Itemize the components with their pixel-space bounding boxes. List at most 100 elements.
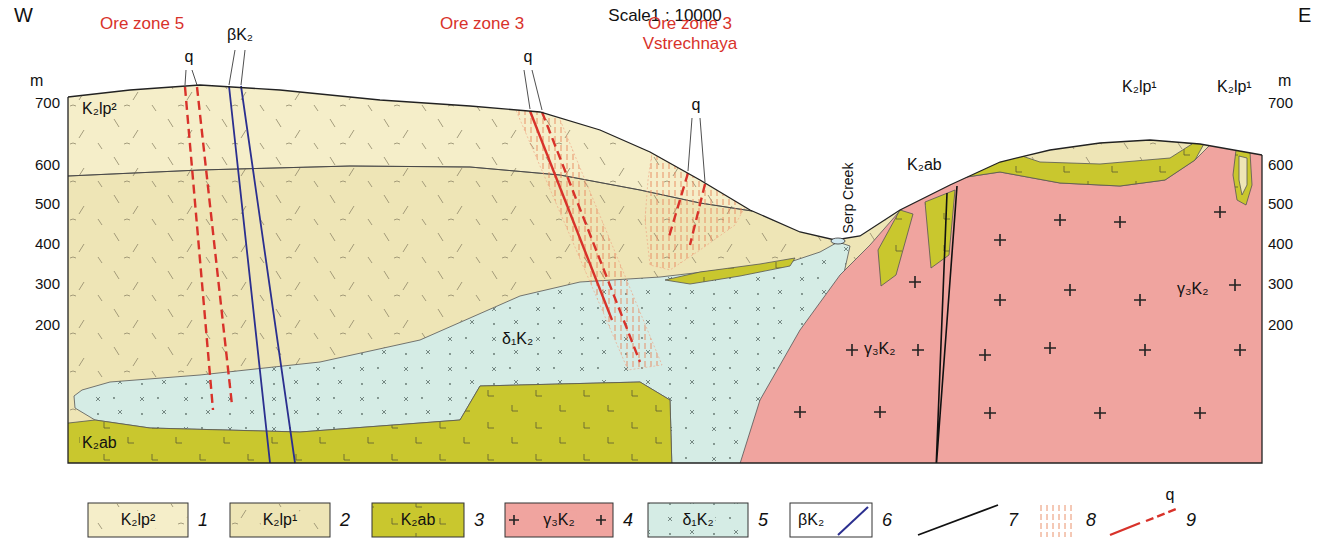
fault-sample: [918, 505, 998, 535]
ab-lens: [665, 258, 795, 284]
granite-symbol: [1134, 294, 1146, 306]
legend-swatch: [648, 503, 748, 537]
granite-symbol: [1234, 344, 1246, 356]
unit-label: K₂ab: [80, 434, 119, 452]
unit-label: γ₃K₂: [862, 340, 897, 358]
ab-wedge: [925, 190, 955, 268]
legend-swatch: [372, 503, 464, 537]
lp1-cover-texture: [1010, 136, 1192, 164]
unit-label: m: [1278, 72, 1291, 90]
ab-rim-texture: [1233, 150, 1252, 205]
granite-symbol: [874, 406, 886, 418]
granite-symbol: [1064, 284, 1076, 296]
legend-number: 6: [882, 510, 892, 531]
lp1-cover: [1010, 136, 1192, 164]
creek-symbol: [831, 238, 845, 244]
legend-symbol: K₂lp¹: [261, 511, 300, 529]
legend-number: 1: [198, 510, 208, 531]
dike-label: βK₂: [227, 26, 253, 44]
legend-swatch: [230, 503, 330, 537]
alteration-sample: [1040, 503, 1076, 537]
fault-line: [936, 186, 957, 470]
creek-label: Serp Creek: [840, 161, 856, 236]
granite-symbol: [1114, 216, 1126, 228]
ore-zone-label: Ore zone 3 Vstrechnaya: [634, 14, 746, 53]
ore-zone-label: Ore zone 5: [100, 14, 184, 34]
axis-label: 700: [35, 94, 60, 111]
lp1-unit-texture: [60, 60, 1270, 470]
ab-unit: [60, 382, 672, 470]
vein-sample: [1146, 509, 1176, 521]
axis-label: 600: [35, 156, 60, 173]
legend-swatch-box: [790, 503, 872, 537]
granite-symbol: [1044, 342, 1056, 354]
vein-sample: [1110, 523, 1140, 535]
ab-unit-texture: [60, 382, 672, 470]
legend-number: 2: [340, 510, 350, 531]
axis-label: 700: [1268, 94, 1293, 111]
granite-symbol: [1094, 407, 1106, 419]
unit-label: γ₃K₂: [1175, 280, 1210, 298]
legend-swatch: [505, 503, 613, 537]
direction-label: E: [1298, 4, 1311, 27]
axis-label: 300: [1268, 275, 1293, 292]
unit-label: δ₁K₂: [500, 330, 535, 348]
quartz-vein: [530, 111, 612, 320]
direction-label: W: [14, 4, 33, 27]
granite-symbol: [1229, 279, 1241, 291]
unit-label: m: [30, 72, 43, 90]
ab-rim: [1233, 150, 1252, 205]
legend-number: 9: [1186, 510, 1196, 531]
granite-symbol: [1194, 407, 1206, 419]
legend-number: 5: [758, 510, 768, 531]
vein-label: q: [524, 48, 533, 66]
granite-symbol: [912, 344, 924, 356]
granite-symbol: [794, 406, 806, 418]
legend-symbol: βK₂: [796, 511, 826, 529]
alteration-zone: [645, 153, 745, 270]
dike-line: [229, 86, 295, 463]
terrain-line: [68, 85, 1262, 240]
legend-number: 8: [1086, 510, 1096, 531]
legend-symbol: K₂lp²: [119, 511, 158, 529]
quartz-vein: [197, 87, 232, 405]
granite-symbol: [984, 407, 996, 419]
quartz-vein: [690, 184, 705, 245]
unit-label: K₂lp²: [80, 100, 119, 118]
granite-symbol: [979, 349, 991, 361]
axis-label: 400: [35, 235, 60, 252]
legend-symbol: K₂ab: [399, 511, 438, 529]
swatch-texture: [372, 503, 464, 537]
leader-line: [185, 50, 705, 182]
granite-unit: [738, 145, 1270, 470]
legend-symbol: γ₃K₂: [541, 511, 576, 529]
swatch-texture: [88, 503, 188, 537]
lp1-lens: [1239, 156, 1247, 195]
lp1-unit: [60, 60, 1270, 470]
granite-symbol: [994, 294, 1006, 306]
axis-label: 500: [1268, 195, 1293, 212]
granite-symbol: [994, 234, 1006, 246]
axis-label: 500: [35, 195, 60, 212]
ab-lens-texture: [665, 258, 795, 284]
unit-label: K₂ab: [905, 156, 944, 174]
dike-sample: [838, 507, 868, 535]
ab-wedge-texture: [925, 190, 955, 268]
swatch-texture: [648, 503, 748, 537]
legend-symbol: q: [1166, 486, 1175, 504]
quartz-vein: [668, 173, 688, 240]
geology: [60, 60, 1270, 470]
legend-symbol: δ₁K₂: [680, 511, 715, 529]
ore-zone-label: Ore zone 3: [440, 14, 524, 34]
quartz-vein: [542, 112, 640, 362]
unit-label: K₂lp¹: [1120, 78, 1159, 96]
legend-number: 4: [623, 510, 633, 531]
vein-label: q: [692, 96, 701, 114]
legend-number: 7: [1008, 510, 1018, 531]
legend-swatch: [88, 503, 188, 537]
granite-symbol: [1214, 206, 1226, 218]
granite-symbol: [909, 276, 921, 288]
axis-label: 200: [1268, 316, 1293, 333]
granite-symbol: [1054, 214, 1066, 226]
swatch-texture: [230, 503, 330, 537]
